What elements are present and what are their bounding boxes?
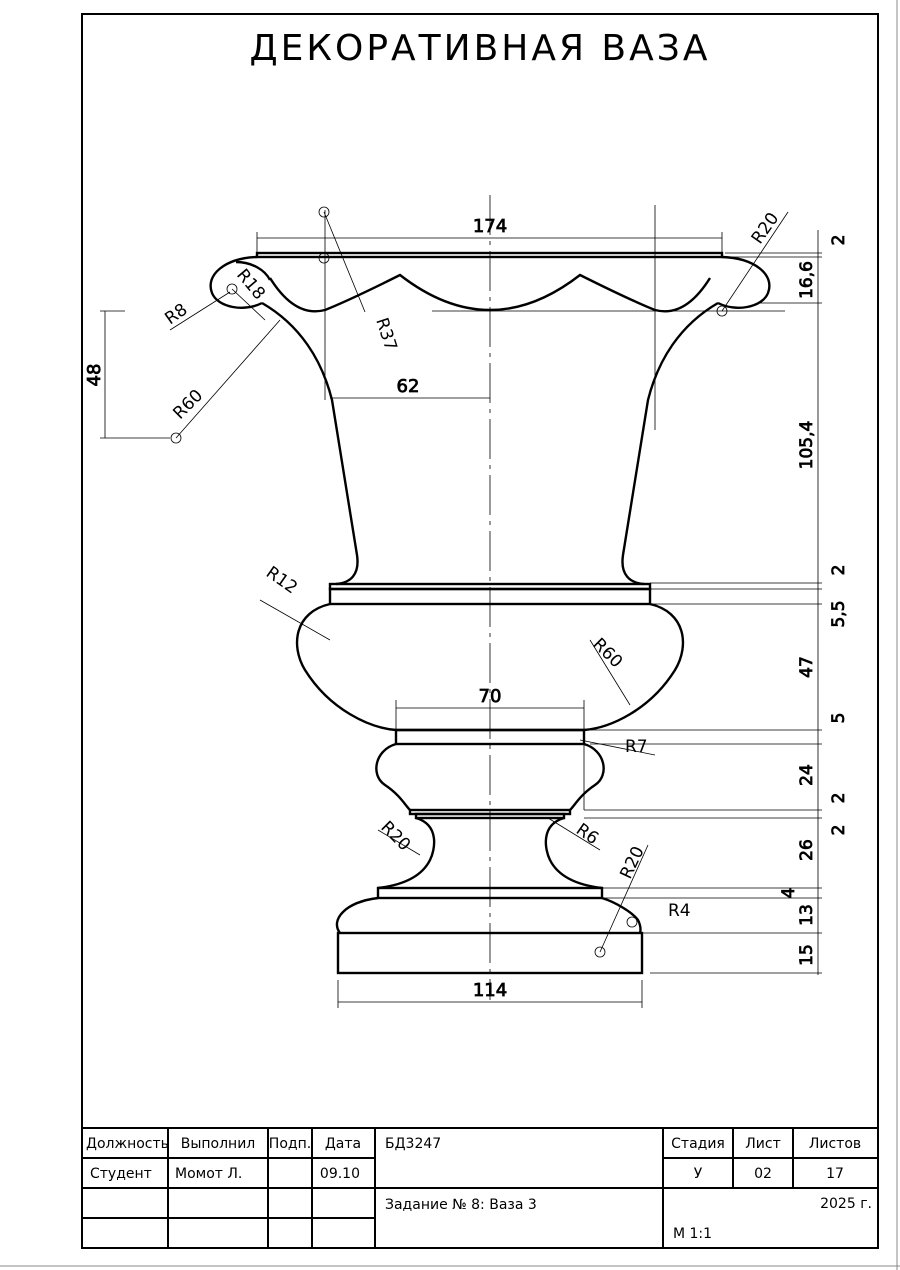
vase-outline [169, 195, 789, 1000]
label: У [694, 1166, 703, 1182]
label: R20 [748, 209, 784, 248]
label: Листов [809, 1136, 861, 1152]
label: R7 [625, 737, 648, 757]
label: Момот Л. [175, 1166, 242, 1182]
label: Задание № 8: Ваза 3 [385, 1197, 537, 1213]
label: 16,6 [797, 261, 817, 299]
dimensions: 174 62 70 114 48 2 16,6 105,4 2 5,5 47 5… [84, 216, 849, 1008]
label: 5,5 [829, 600, 849, 627]
label: 114 [473, 980, 507, 1001]
label: Должность [86, 1136, 169, 1152]
label: М 1:1 [673, 1226, 712, 1242]
title-block: Должность Выполнил Подп. Дата Студент Мо… [82, 1127, 878, 1248]
label: R12 [262, 563, 301, 599]
label: 174 [473, 216, 507, 237]
label: Лист [745, 1136, 780, 1152]
label: R4 [668, 901, 691, 921]
label: 09.10 [320, 1166, 360, 1182]
label: 2 [829, 793, 849, 804]
label: 47 [797, 656, 817, 678]
label: 26 [797, 839, 817, 861]
label: 24 [797, 764, 817, 786]
label: 48 [84, 364, 105, 387]
label: R6 [572, 820, 602, 849]
label: Стадия [671, 1136, 725, 1152]
label: 2 [829, 565, 849, 576]
label: R60 [169, 386, 207, 424]
label: R37 [371, 315, 400, 353]
label: 15 [797, 944, 817, 966]
label: 62 [397, 376, 420, 397]
label: Подп. [269, 1136, 311, 1152]
label: 02 [754, 1166, 772, 1182]
label: Дата [325, 1136, 361, 1152]
label: 105,4 [797, 421, 817, 470]
label: 2 [829, 235, 849, 246]
label: БД3247 [385, 1136, 441, 1152]
label: 2 [829, 825, 849, 836]
label: 5 [829, 713, 849, 724]
label: 2025 г. [820, 1196, 872, 1212]
base-block [336, 931, 644, 975]
label: 17 [826, 1166, 844, 1182]
label: R20 [376, 817, 414, 855]
label: 70 [479, 686, 502, 707]
label: Студент [90, 1166, 152, 1182]
label: 4 [779, 888, 799, 899]
label: R60 [588, 634, 626, 672]
label: R8 [161, 300, 191, 329]
sheet-frame [81, 13, 879, 1249]
drawing-title: ДЕКОРАТИВНАЯ ВАЗА [250, 28, 711, 69]
label: 13 [797, 904, 817, 926]
label: Выполнил [181, 1136, 256, 1152]
label: R20 [616, 843, 648, 882]
